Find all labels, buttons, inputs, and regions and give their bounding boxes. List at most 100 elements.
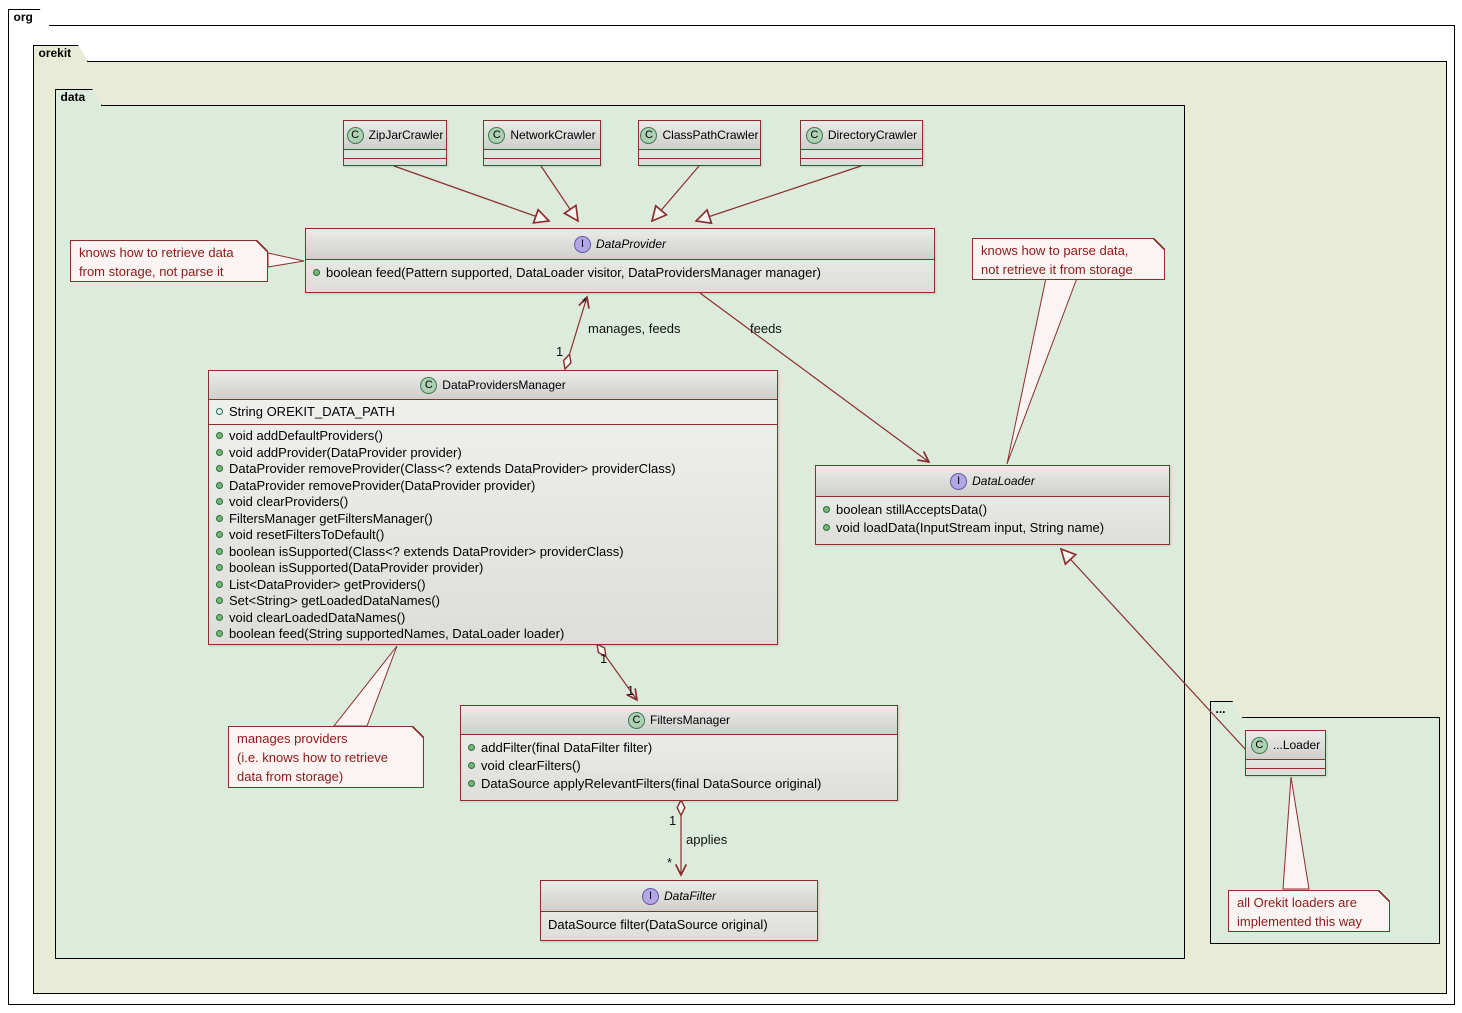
method-row: void resetFiltersToDefault() xyxy=(216,527,771,544)
class-name: DirectoryCrawler xyxy=(827,128,918,142)
public-method-icon xyxy=(216,597,223,605)
method-signature: boolean stillAcceptsData() xyxy=(836,501,988,517)
interface-icon: I xyxy=(573,235,591,253)
method-row: void loadData(InputStream input, String … xyxy=(823,518,1163,536)
method-signature: void addProvider(DataProvider provider) xyxy=(229,444,462,460)
method-signature: DataSource filter(DataSource original) xyxy=(548,916,768,932)
method-row: boolean feed(Pattern supported, DataLoad… xyxy=(313,263,928,281)
public-method-icon xyxy=(216,498,223,506)
method-signature: void addDefaultProviders() xyxy=(229,428,383,444)
note-text: knows how to retrieve data from storage,… xyxy=(79,245,234,279)
field-row: String OREKIT_DATA_PATH xyxy=(216,403,771,420)
methods-compartment xyxy=(639,158,760,165)
mult-manager-filters-target: 1 xyxy=(627,683,635,698)
public-method-icon xyxy=(823,523,830,531)
public-method-icon xyxy=(823,505,830,513)
class-icon: C xyxy=(627,711,645,729)
public-method-icon xyxy=(216,481,223,489)
note-fold-corner xyxy=(1378,890,1390,902)
interface-name: DataProvider xyxy=(595,237,667,251)
methods-compartment xyxy=(344,158,446,165)
method-row: addFilter(final DataFilter filter) xyxy=(468,738,891,756)
public-method-icon xyxy=(468,743,475,751)
method-row: void clearProviders() xyxy=(216,494,771,511)
method-signature: void clearLoadedDataNames() xyxy=(229,609,406,625)
note-manages: manages providers (i.e. knows how to ret… xyxy=(228,726,424,788)
method-row: DataProvider removeProvider(DataProvider… xyxy=(216,477,771,494)
class-icon: C xyxy=(805,126,823,144)
mult-manager-filters-source: 1 xyxy=(600,651,608,666)
method-signature: List<DataProvider> getProviders() xyxy=(229,576,426,592)
public-method-icon xyxy=(216,432,223,440)
note-fold-corner xyxy=(412,726,424,738)
note-parse: knows how to parse data, not retrieve it… xyxy=(972,238,1165,280)
method-row: void clearFilters() xyxy=(468,756,891,774)
method-row: List<DataProvider> getProviders() xyxy=(216,576,771,593)
public-method-icon xyxy=(216,564,223,572)
method-signature: DataSource applyRelevantFilters(final Da… xyxy=(481,775,822,791)
methods-compartment xyxy=(801,158,922,165)
public-method-icon xyxy=(216,580,223,588)
mult-datafilter-end: * xyxy=(667,855,673,870)
package-org-tab: org xyxy=(8,9,50,26)
edge-label-applies: applies xyxy=(686,832,728,847)
public-method-icon xyxy=(216,547,223,555)
edge-label-feeds: feeds xyxy=(750,321,782,336)
method-signature: FiltersManager getFiltersManager() xyxy=(229,510,433,526)
method-signature: boolean feed(String supportedNames, Data… xyxy=(229,626,565,642)
note-fold-corner xyxy=(256,240,268,252)
fields-compartment xyxy=(344,149,446,158)
class-name: FiltersManager xyxy=(649,713,731,727)
class-directorycrawler: C DirectoryCrawler xyxy=(800,120,923,166)
interface-name: DataFilter xyxy=(663,889,716,903)
interface-dataprovider: I DataProvider boolean feed(Pattern suppo… xyxy=(305,228,935,293)
method-row: void clearLoadedDataNames() xyxy=(216,609,771,626)
class-name: ...Loader xyxy=(1272,738,1321,752)
package-data-tab: data xyxy=(55,89,103,106)
class-name: ClassPathCrawler xyxy=(662,128,759,142)
method-row: boolean feed(String supportedNames, Data… xyxy=(216,626,771,643)
methods-compartment xyxy=(1246,768,1325,775)
public-method-icon xyxy=(468,779,475,787)
interface-icon: I xyxy=(950,472,968,490)
method-signature: boolean isSupported(DataProvider provide… xyxy=(229,560,484,576)
class-name: NetworkCrawler xyxy=(510,128,596,142)
field-icon xyxy=(216,407,223,415)
method-row: FiltersManager getFiltersManager() xyxy=(216,510,771,527)
class-name: ZipJarCrawler xyxy=(368,128,444,142)
public-method-icon xyxy=(313,268,320,276)
methods-compartment xyxy=(484,158,600,165)
method-signature: DataProvider removeProvider(DataProvider… xyxy=(229,477,536,493)
note-fold-corner xyxy=(1153,238,1165,250)
note-loaders: all Orekit loaders are implemented this … xyxy=(1228,890,1390,932)
fields-compartment xyxy=(801,149,922,158)
class-icon: C xyxy=(1250,736,1268,754)
class-zipjarcrawler: C ZipJarCrawler xyxy=(343,120,447,166)
fields-compartment xyxy=(639,149,760,158)
field-signature: String OREKIT_DATA_PATH xyxy=(229,403,395,419)
method-row: boolean stillAcceptsData() xyxy=(823,500,1163,518)
mult-filtersmanager-end: 1 xyxy=(669,813,677,828)
method-row: boolean isSupported(Class<? extends Data… xyxy=(216,543,771,560)
class-icon: C xyxy=(420,376,438,394)
method-row: DataProvider removeProvider(Class<? exte… xyxy=(216,461,771,478)
method-signature: void clearProviders() xyxy=(229,494,349,510)
method-row: DataSource applyRelevantFilters(final Da… xyxy=(468,774,891,792)
method-row: void addDefaultProviders() xyxy=(216,428,771,445)
method-row: boolean isSupported(DataProvider provide… xyxy=(216,560,771,577)
public-method-icon xyxy=(216,465,223,473)
class-dotloader: C ...Loader xyxy=(1245,730,1326,776)
method-signature: void clearFilters() xyxy=(481,757,581,773)
mult-manager-end: 1 xyxy=(556,344,564,359)
public-method-icon xyxy=(468,761,475,769)
public-method-icon xyxy=(216,630,223,638)
note-text: manages providers (i.e. knows how to ret… xyxy=(237,731,389,784)
class-dataprovidersmanager: C DataProvidersManager String OREKIT_DATA… xyxy=(208,370,778,645)
class-icon: C xyxy=(346,126,364,144)
class-name: DataProvidersManager xyxy=(442,378,566,392)
